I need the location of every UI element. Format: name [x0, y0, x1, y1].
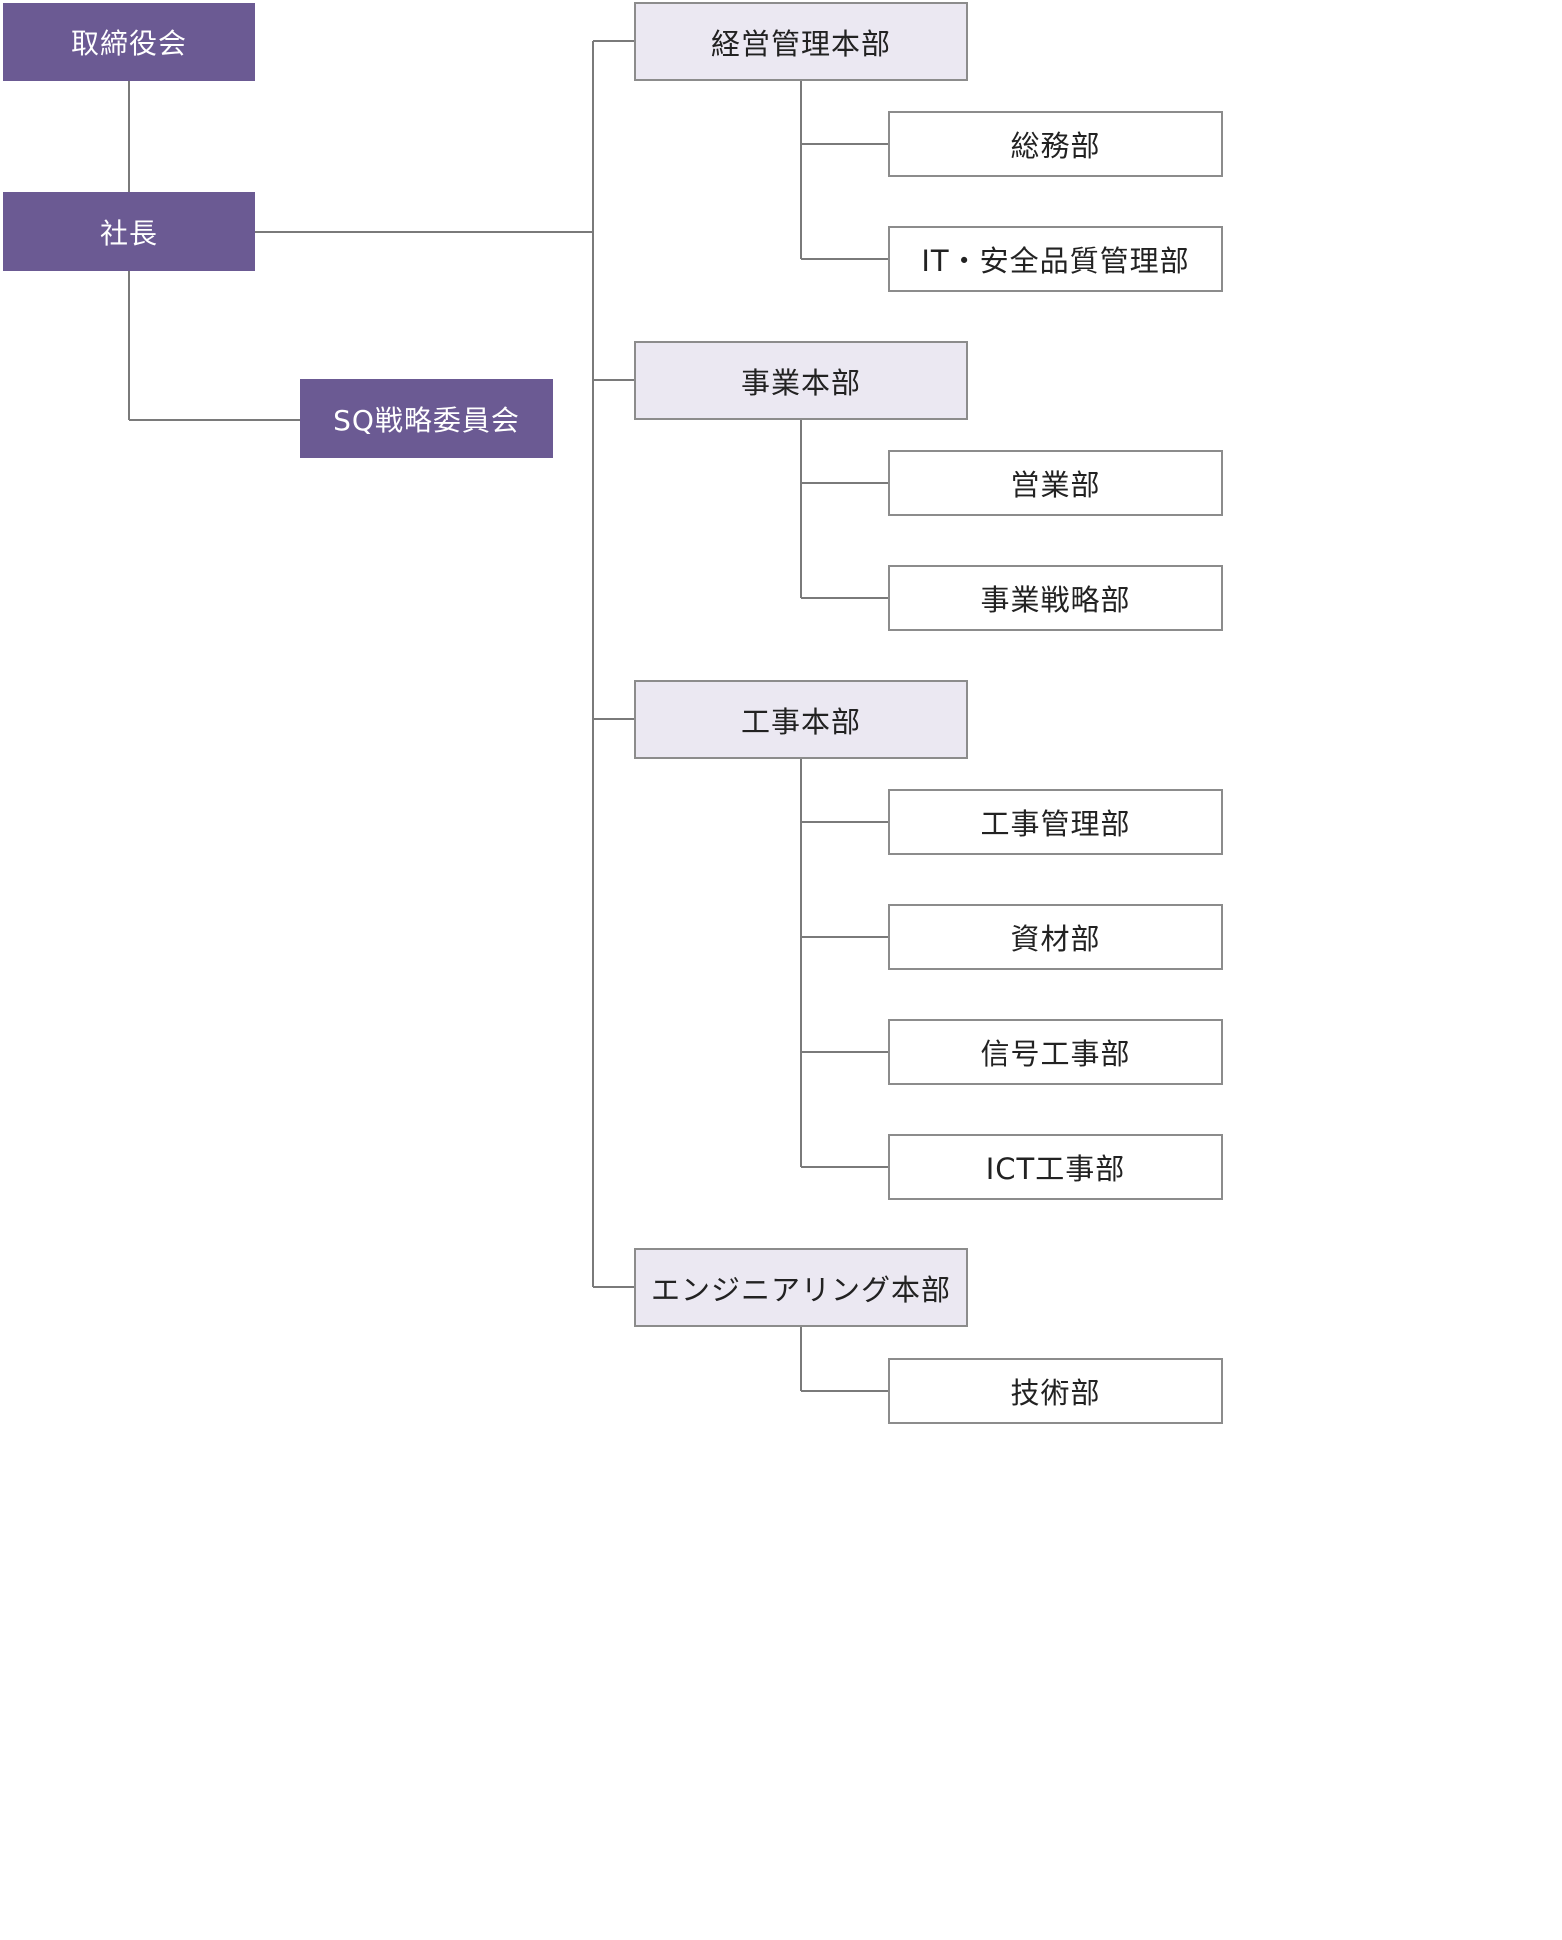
hq-box-management: 経営管理本部 [634, 2, 968, 81]
hq-box-construction: 工事本部 [634, 680, 968, 759]
president-box: 社長 [3, 192, 255, 271]
dept-box-technical: 技術部 [888, 1358, 1223, 1424]
sq-strategy-committee-box: SQ戦略委員会 [300, 379, 553, 458]
dept-box-construction-management: 工事管理部 [888, 789, 1223, 855]
dept-box-general-affairs: 総務部 [888, 111, 1223, 177]
board-of-directors-box: 取締役会 [3, 3, 255, 81]
dept-box-ict-construction: ICT工事部 [888, 1134, 1223, 1200]
hq-box-engineering: エンジニアリング本部 [634, 1248, 968, 1327]
dept-box-signal-construction: 信号工事部 [888, 1019, 1223, 1085]
dept-box-sales: 営業部 [888, 450, 1223, 516]
dept-box-materials: 資材部 [888, 904, 1223, 970]
hq-box-business: 事業本部 [634, 341, 968, 420]
dept-box-business-strategy: 事業戦略部 [888, 565, 1223, 631]
dept-box-it-safety-quality: IT・安全品質管理部 [888, 226, 1223, 292]
